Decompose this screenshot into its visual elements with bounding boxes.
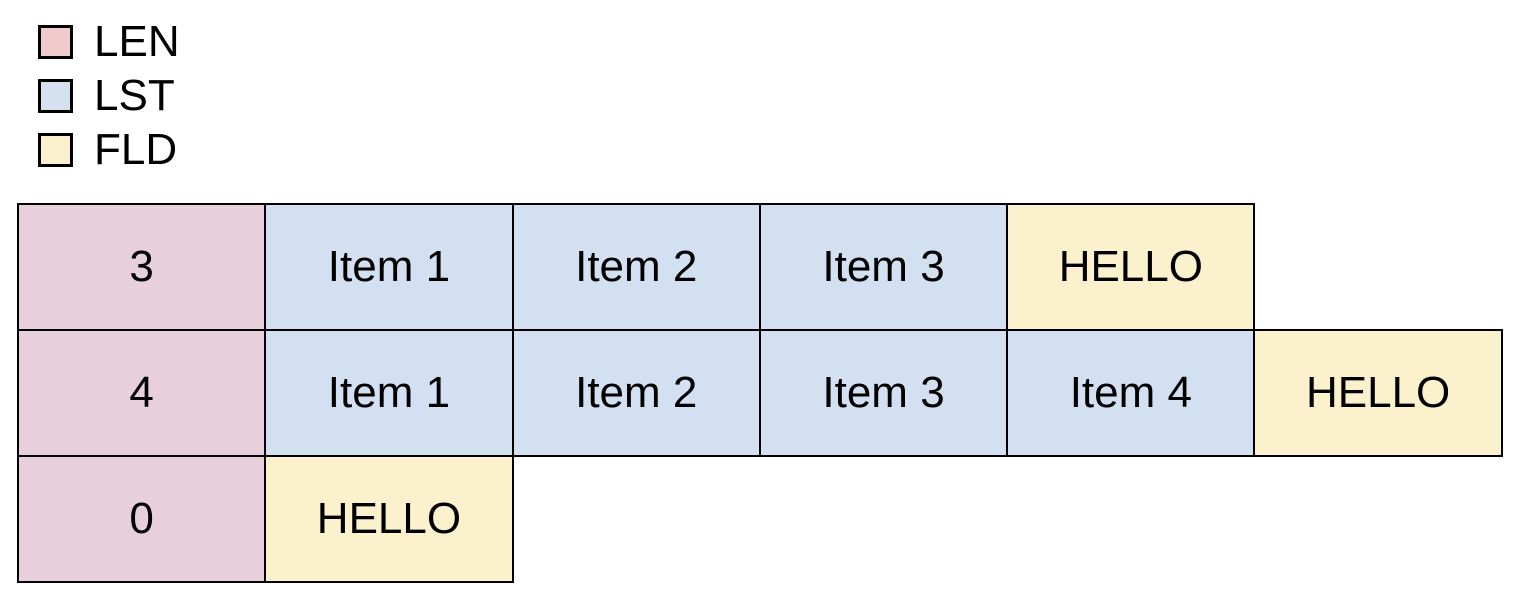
- lst-cell: Item 4: [1006, 329, 1256, 457]
- fld-cell: HELLO: [1253, 329, 1503, 457]
- fld-cell: HELLO: [264, 455, 514, 583]
- legend-item-len: LEN: [38, 19, 180, 63]
- lst-cell: Item 1: [264, 203, 514, 331]
- lst-cell: Item 3: [758, 329, 1009, 457]
- legend-label-lst: LST: [94, 70, 175, 120]
- len-cell: 3: [17, 203, 267, 331]
- legend-item-fld: FLD: [38, 127, 180, 171]
- len-cell: 0: [17, 455, 267, 583]
- legend-label-fld: FLD: [94, 124, 178, 174]
- fld-cell: HELLO: [1006, 203, 1256, 331]
- lst-cell: Item 2: [511, 203, 761, 331]
- lst-color-swatch-icon: [38, 78, 73, 113]
- lst-cell: Item 3: [758, 203, 1009, 331]
- legend-item-lst: LST: [38, 73, 180, 117]
- len-cell: 4: [17, 329, 267, 457]
- lst-cell: Item 2: [511, 329, 761, 457]
- fld-color-swatch-icon: [38, 132, 73, 167]
- lst-cell: Item 1: [264, 329, 514, 457]
- len-color-swatch-icon: [38, 24, 73, 59]
- legend-label-len: LEN: [94, 16, 180, 66]
